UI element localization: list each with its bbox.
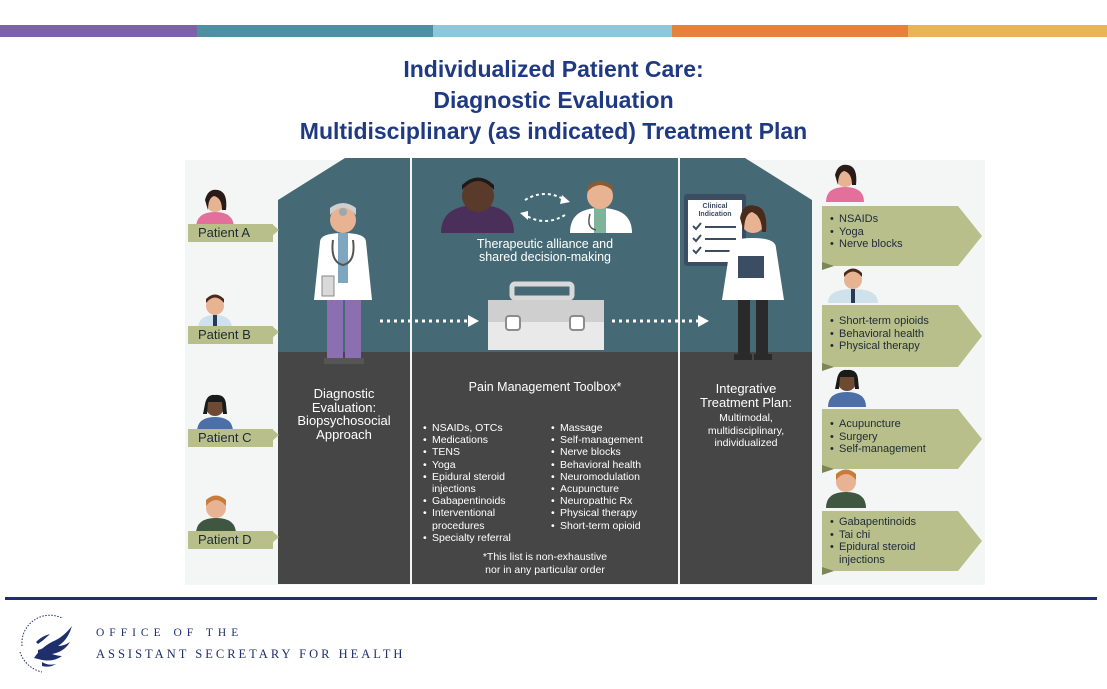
treatment-c-patient-avatar (828, 369, 866, 407)
alliance-line-2: shared decision-making (478, 250, 611, 264)
treatment-item: Gabapentinoids (830, 516, 958, 529)
toolbox-footnote: *This list is non-exhaustive nor in any … (412, 551, 678, 576)
toolbox-item: Behavioral health (551, 459, 673, 471)
footnote-line-2: nor in any particular order (485, 563, 605, 576)
treatment-item: Acupuncture (830, 418, 958, 431)
treatment-item: Nerve blocks (830, 238, 958, 251)
patient-d-label: Patient D (188, 531, 273, 549)
diagnosing-doctor-icon (314, 203, 372, 364)
patient-d-tab-notch (272, 531, 279, 543)
treatment-b-patient-avatar (828, 268, 878, 303)
patient-c-avatar (197, 394, 233, 432)
toolbox-item: Specialty referral (423, 532, 538, 544)
patient-a-tab-notch (272, 224, 279, 236)
footnote-line-1: *This list is non-exhaustive (482, 551, 608, 563)
treating-doctor-icon (684, 194, 784, 360)
treatment-list-c: Acupuncture Surgery Self-management (830, 418, 958, 456)
patient-b-label: Patient B (188, 326, 273, 344)
clipboard-label: Clinical Indication (690, 203, 740, 219)
patient-c-label: Patient C (188, 429, 273, 447)
clipboard-label-line-2: Indication (698, 211, 732, 218)
treatment-item: Physical therapy (830, 340, 965, 353)
stripe-lightblue (433, 25, 672, 37)
stripe-gold (908, 25, 1107, 37)
stripe-orange (672, 25, 908, 37)
toolbox-icon (488, 281, 604, 350)
title-line-2: Diagnostic Evaluation (433, 87, 674, 113)
left-panel-bottom (278, 352, 410, 584)
toolbox-item: Neuromodulation (551, 471, 673, 483)
treatment-item: Surgery (830, 431, 958, 444)
exchange-arrowhead-2 (520, 211, 528, 220)
diagnostic-evaluation-heading: Diagnostic Evaluation: Biopsychosocial A… (280, 387, 408, 441)
diagnostic-heading-line-2: Evaluation: (311, 399, 377, 415)
toolbox-item: Interventional procedures (423, 507, 538, 531)
treatment-item: NSAIDs (830, 213, 958, 226)
plan-sub-line-1: Multimodal, (719, 412, 773, 424)
stripe-purple (0, 25, 197, 37)
patient-figure-icon (441, 177, 514, 233)
patient-c-tab-notch (272, 429, 279, 441)
toolbox-item: Massage (551, 422, 673, 434)
stripe-teal (197, 25, 433, 37)
office-name-line-2: ASSISTANT SECRETARY FOR HEALTH (96, 647, 406, 661)
treatment-item: Self-management (830, 443, 958, 456)
toolbox-item: TENS (423, 446, 538, 458)
toolbox-item: Short-term opioid (551, 520, 673, 532)
toolbox-item: Medications (423, 434, 538, 446)
clipboard-label-line-1: Clinical (702, 203, 728, 210)
hhs-eagle-seal-icon (19, 614, 72, 673)
toolbox-item: Self-management (551, 434, 673, 446)
patient-a-label: Patient A (188, 224, 273, 242)
toolbox-item: Physical therapy (551, 507, 673, 519)
diagnostic-heading-line-4: Approach (316, 426, 372, 442)
plan-heading-line-1: Integrative (715, 381, 777, 396)
toolbox-item: Acupuncture (551, 483, 673, 495)
treatment-item: Short-term opioids (830, 315, 965, 328)
exchange-arrowhead-1 (560, 195, 570, 204)
treatment-list-d: Gabapentinoids Tai chi Epidural steroid … (830, 516, 958, 566)
treatment-item: Behavioral health (830, 328, 965, 341)
integrative-plan-subtitle: Multimodal, multidisciplinary, individua… (680, 412, 812, 450)
right-panel-bottom (680, 352, 812, 584)
dotted-arrow-right (612, 315, 709, 327)
treatment-d-patient-avatar (826, 469, 866, 508)
treatment-item: Tai chi (830, 529, 958, 542)
toolbox-list-column-1: NSAIDs, OTCsMedicationsTENSYogaEpidural … (423, 422, 538, 544)
patient-a-avatar (196, 189, 234, 228)
toolbox-item: Nerve blocks (551, 446, 673, 458)
diagnostic-heading-line-1: Diagnostic (313, 386, 375, 401)
slide-title: Individualized Patient Care: Diagnostic … (0, 54, 1107, 147)
patient-b-tab-notch (272, 326, 279, 338)
toolbox-title: Pain Management Toolbox* (468, 380, 622, 394)
toolbox-item: Yoga (423, 459, 538, 471)
treatment-list-a: NSAIDs Yoga Nerve blocks (830, 213, 958, 251)
patient-b-avatar (198, 294, 232, 329)
patient-d-avatar (196, 495, 236, 534)
plan-sub-line-3: individualized (714, 437, 778, 449)
plan-heading-line-2: Treatment Plan: (699, 394, 792, 410)
toolbox-item: Neuropathic Rx (551, 495, 673, 507)
doctor-figure-icon (570, 181, 632, 233)
diagnostic-heading-line-3: Biopsychosocial (297, 413, 391, 428)
toolbox-item: Gabapentinoids (423, 495, 538, 507)
toolbox-item: Epidural steroid injections (423, 471, 538, 495)
plan-sub-line-2: multidisciplinary, (707, 424, 785, 437)
treatment-list-b: Short-term opioids Behavioral health Phy… (830, 315, 965, 353)
footer-divider (5, 597, 1097, 600)
treatment-item: Yoga (830, 226, 958, 239)
office-name-line-1: OFFICE OF THE (96, 627, 244, 639)
integrative-plan-heading: Integrative Treatment Plan: (680, 382, 812, 409)
title-line-1: Individualized Patient Care: (403, 56, 704, 82)
treatment-a-patient-avatar (826, 164, 864, 202)
alliance-line-1: Therapeutic alliance and (476, 237, 614, 251)
title-line-3: Multidisciplinary (as indicated) Treatme… (299, 118, 808, 144)
therapeutic-alliance-caption: Therapeutic alliance and shared decision… (412, 238, 678, 264)
toolbox-list-column-2: MassageSelf-managementNerve blocksBehavi… (551, 422, 673, 532)
treatment-item: Epidural steroid injections (830, 541, 958, 566)
toolbox-item: NSAIDs, OTCs (423, 422, 538, 434)
dotted-arrow-left (380, 315, 479, 327)
